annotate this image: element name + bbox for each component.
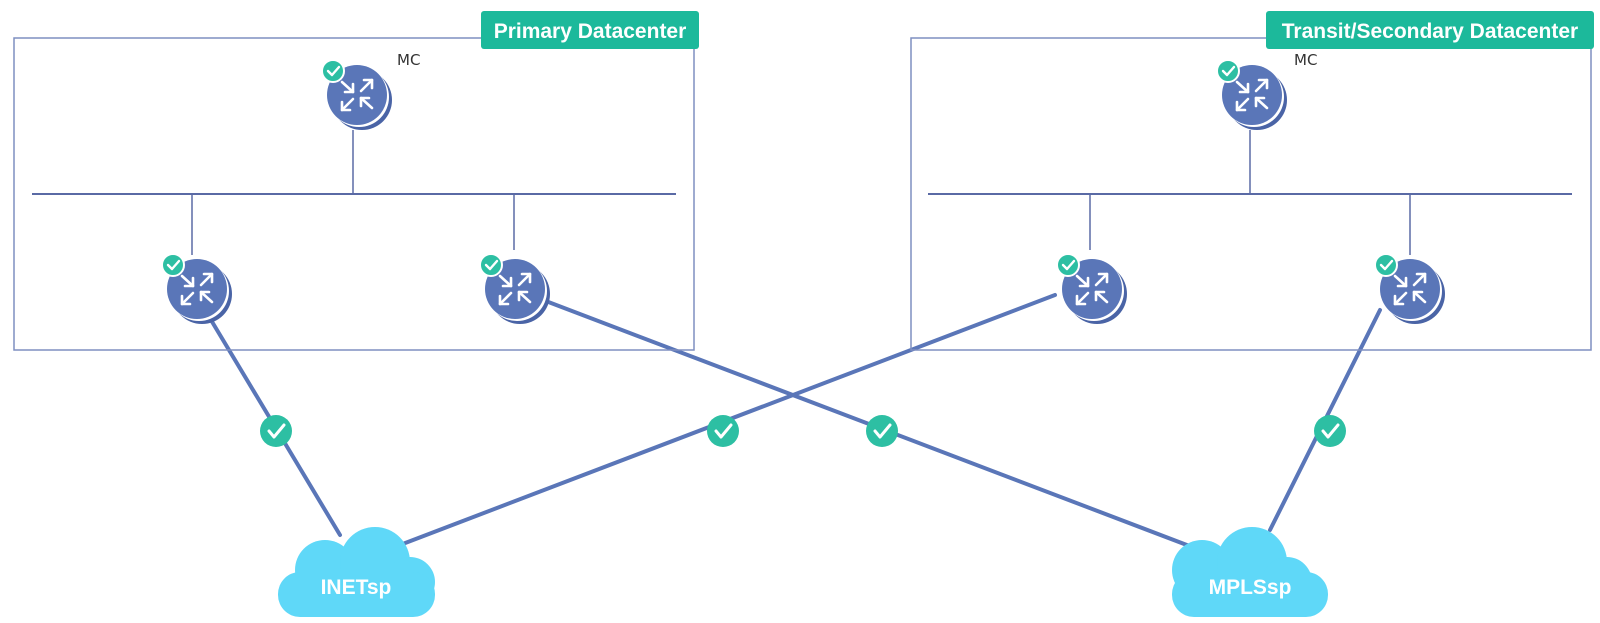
datacenter-label: Transit/Secondary Datacenter bbox=[1266, 11, 1594, 49]
link-status-checks bbox=[258, 413, 1348, 449]
check-icon bbox=[705, 413, 741, 449]
cloud-icon bbox=[278, 527, 435, 617]
router-icon[interactable] bbox=[1373, 252, 1447, 326]
router-icon[interactable] bbox=[1215, 58, 1289, 132]
datacenter-label-text: Transit/Secondary Datacenter bbox=[1282, 20, 1578, 43]
datacenter-frame bbox=[13, 37, 695, 351]
router-icon[interactable] bbox=[320, 58, 394, 132]
link-primary-br2-mpls bbox=[528, 293, 1202, 552]
datacenter-primary: Primary Datacenter MC bbox=[13, 11, 699, 351]
router-icon[interactable] bbox=[160, 252, 234, 326]
datacenter-secondary: Transit/Secondary Datacenter MC bbox=[910, 11, 1594, 351]
check-icon bbox=[258, 413, 294, 449]
cloud-label: INETsp bbox=[321, 576, 392, 599]
datacenter-frame bbox=[910, 37, 1592, 351]
check-icon bbox=[864, 413, 900, 449]
check-icon bbox=[1312, 413, 1348, 449]
router-icon[interactable] bbox=[1055, 252, 1129, 326]
datacenter-label-text: Primary Datacenter bbox=[494, 20, 687, 43]
router-icon[interactable] bbox=[478, 252, 552, 326]
cloud-icon bbox=[1172, 527, 1328, 617]
cloud-inet[interactable]: INETsp bbox=[278, 527, 435, 617]
cloud-label: MPLSsp bbox=[1209, 576, 1292, 599]
mc-label: MC bbox=[397, 51, 420, 69]
datacenter-label: Primary Datacenter bbox=[481, 11, 699, 49]
cloud-mpls[interactable]: MPLSsp bbox=[1172, 527, 1328, 617]
mc-label: MC bbox=[1294, 51, 1317, 69]
wan-links bbox=[203, 293, 1382, 552]
